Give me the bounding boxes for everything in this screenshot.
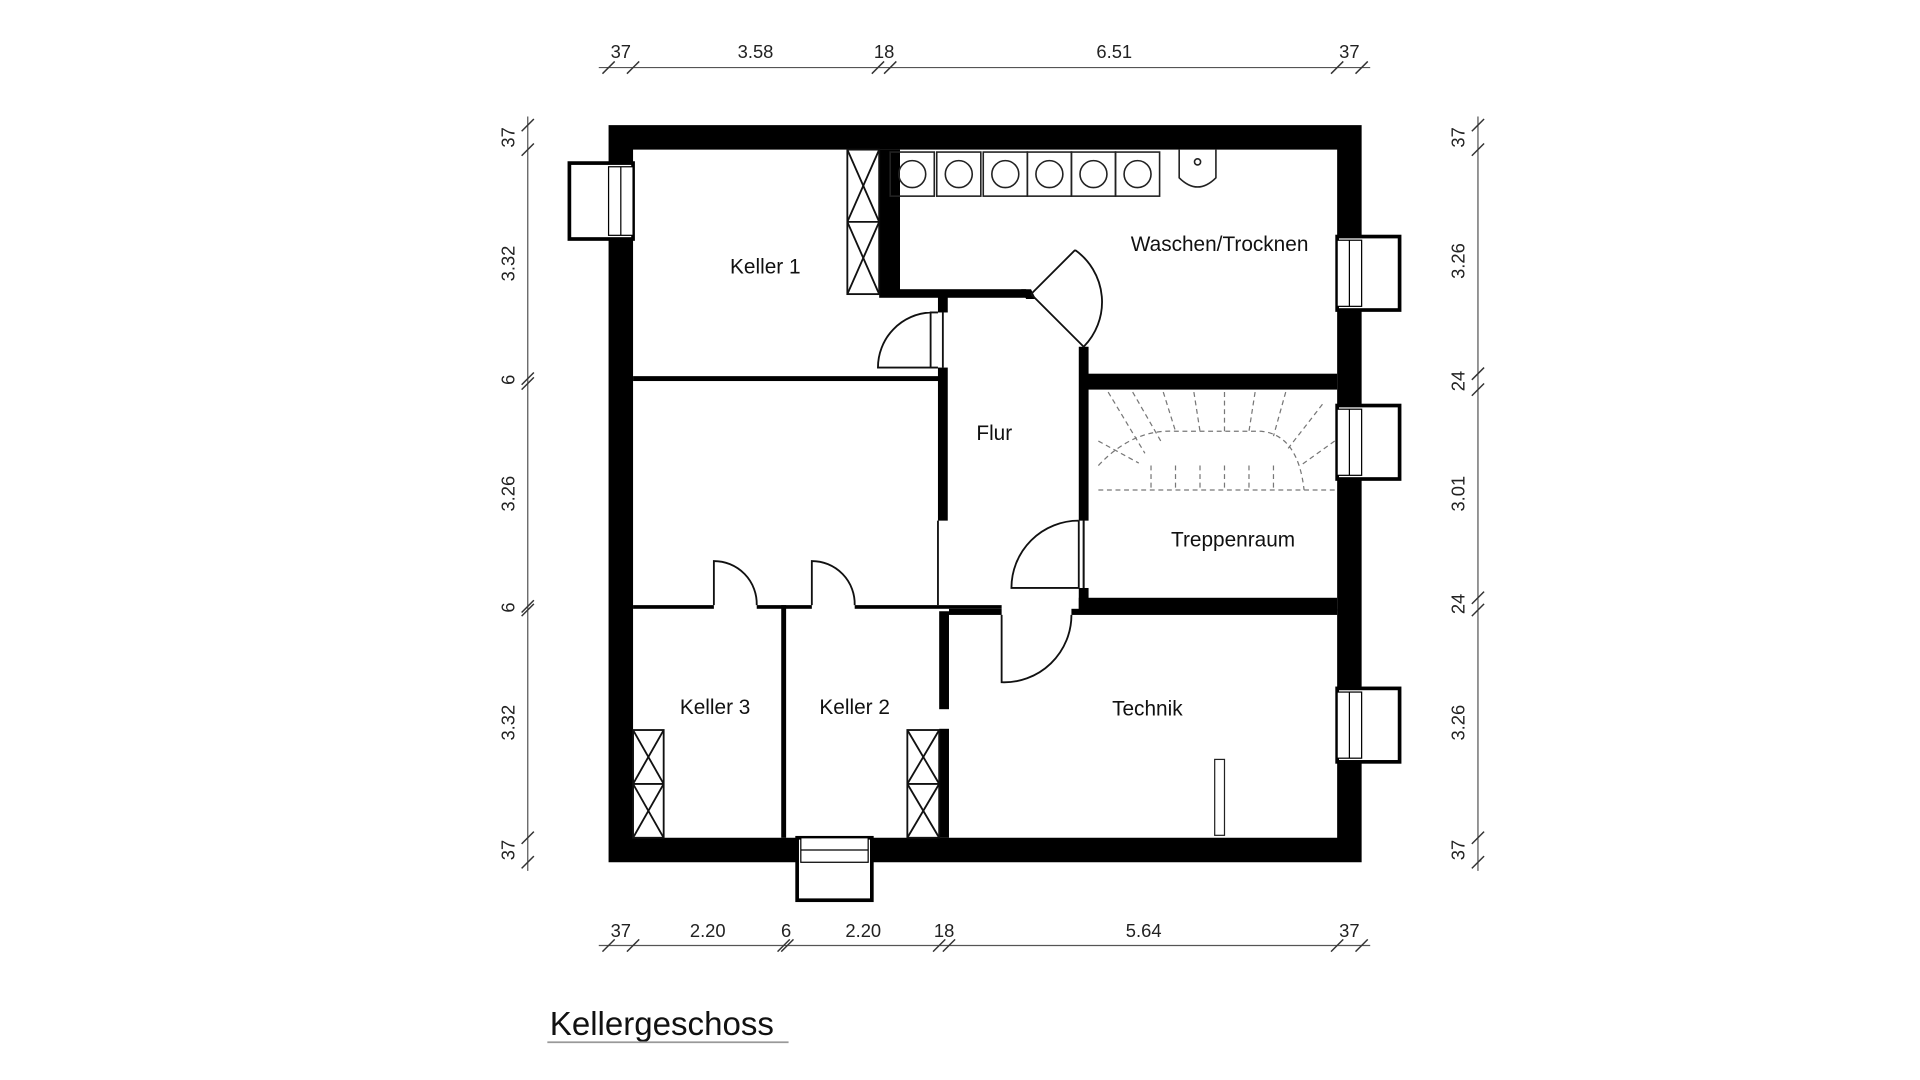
dim-label: 37 — [497, 840, 518, 860]
dim-label: 3.26 — [1447, 705, 1468, 741]
dim-label: 37 — [497, 127, 518, 147]
dim-label: 3.32 — [497, 705, 518, 741]
dim-label: 3.26 — [497, 476, 518, 512]
dim-label: 24 — [1447, 594, 1468, 614]
dim-label: 37 — [611, 920, 631, 941]
room-label-keller-3: Keller 3 — [680, 696, 751, 719]
shelves — [632, 148, 941, 839]
room-label-treppenraum: Treppenraum — [1171, 528, 1295, 551]
dim-label: 24 — [1447, 371, 1468, 391]
dimension-bottom: 37 2.20 6 2.20 18 5.64 37 — [598, 920, 1371, 953]
dim-label: 37 — [1447, 840, 1468, 860]
sink-icon — [1178, 149, 1217, 188]
dim-label: 3.26 — [1447, 243, 1468, 279]
dim-label: 3.58 — [738, 41, 774, 62]
interior-walls — [633, 149, 1338, 838]
room-label-waschen-trocknen: Waschen/Trocknen — [1131, 233, 1309, 256]
dim-label: 3.01 — [1447, 476, 1468, 512]
washing-machines — [889, 151, 1161, 197]
windows — [567, 161, 1402, 903]
dim-label: 37 — [1339, 920, 1359, 941]
dim-label: 6 — [497, 375, 518, 385]
dim-label: 18 — [874, 41, 894, 62]
dimension-right: 37 3.26 24 3.01 24 3.26 37 — [1447, 116, 1485, 871]
dim-label: 6 — [781, 920, 791, 941]
room-label-keller-1: Keller 1 — [730, 255, 801, 278]
dim-label: 37 — [1447, 127, 1468, 147]
dim-label: 5.64 — [1126, 920, 1162, 941]
dim-label: 18 — [934, 920, 954, 941]
room-label-technik: Technik — [1112, 697, 1183, 720]
dim-label: 3.32 — [497, 246, 518, 282]
room-label-flur: Flur — [976, 422, 1012, 445]
plan-title: Kellergeschoss — [550, 1006, 774, 1043]
room-label-keller-2: Keller 2 — [819, 696, 890, 719]
dimension-top: 37 3.58 18 6.51 37 — [598, 41, 1371, 75]
dim-label: 37 — [1339, 41, 1359, 62]
staircase — [1097, 391, 1336, 491]
dim-label: 37 — [611, 41, 631, 62]
heating-unit — [1214, 758, 1226, 836]
dimension-left: 37 3.32 6 3.26 6 3.32 37 — [497, 116, 535, 871]
dim-label: 2.20 — [690, 920, 726, 941]
dim-label: 6 — [497, 602, 518, 612]
dim-label: 6.51 — [1096, 41, 1132, 62]
doors — [712, 249, 1103, 684]
dim-label: 2.20 — [845, 920, 881, 941]
